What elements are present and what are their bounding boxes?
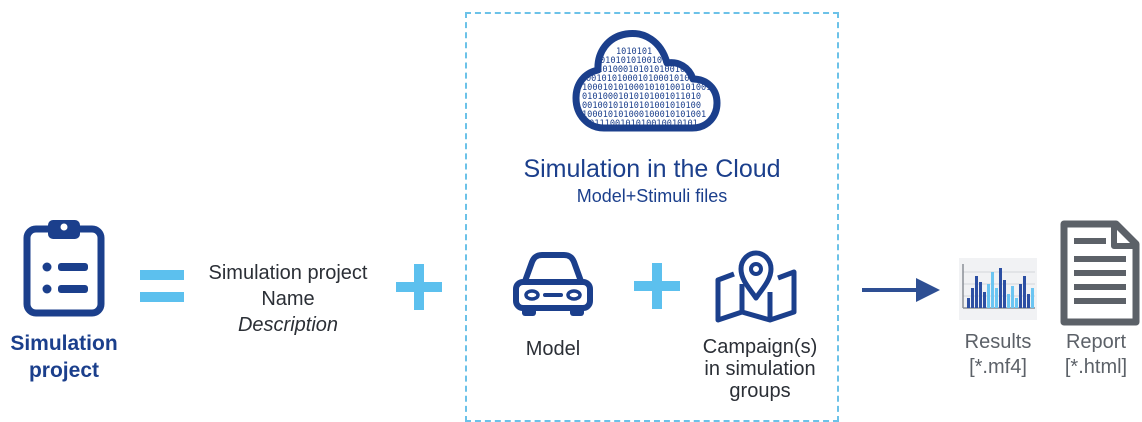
plus-icon [396,264,442,310]
model-label: Model [525,338,581,360]
binary-row: 1010101 [616,47,652,57]
document-icon [1060,220,1140,326]
binary-row: 01010001010101001011010 [582,92,701,102]
binary-row: 0101010100101 [600,56,667,66]
project-info-line3: Description [237,314,339,336]
cloud-binary-icon: 1010101 0101010100101 010100010101010010… [570,24,722,136]
project-label-line1: Simulation [10,332,118,355]
results-label-line1: Results [964,331,1032,353]
equals-icon [140,267,184,305]
binary-row: 1000101010001010100101001 [582,83,711,93]
car-icon [510,250,596,320]
binary-row: 00100101010101001010100 [582,101,701,111]
results-label-line2: [*.mf4] [969,356,1027,378]
map-pin-icon [714,244,798,324]
binary-row: 100010101000100010101001 [582,110,706,120]
binary-row: 0011100101010010010101 [584,119,698,129]
simulation-project-label: Simulation project [0,330,128,384]
plus-icon [634,263,680,309]
binary-row: 001010100010100010100 [586,74,695,84]
report-label-line2: [*.html] [1064,356,1128,378]
project-label-line2: project [28,359,99,382]
project-info: Simulation project Name Description [188,260,388,338]
bar-chart-icon [959,258,1037,320]
campaign-label: Campaign(s) in simulation groups [680,336,840,402]
campaign-label-line2: in simulation [704,358,816,380]
campaign-label-line3: groups [729,380,791,402]
project-info-line2: Name [261,288,315,310]
results-label: Results [*.mf4] [948,330,1048,380]
cloud-title: Simulation in the Cloud [523,155,781,183]
report-label: Report [*.html] [1050,330,1142,380]
campaign-label-line1: Campaign(s) [702,336,818,358]
arrow-right-icon [862,277,940,303]
binary-row: 01010001010101001011010 [592,65,711,75]
clipboard-list-icon [22,215,106,317]
report-label-line1: Report [1065,331,1127,353]
project-info-line1: Simulation project [208,262,368,284]
cloud-subtitle: Model+Stimuli files [576,186,728,206]
